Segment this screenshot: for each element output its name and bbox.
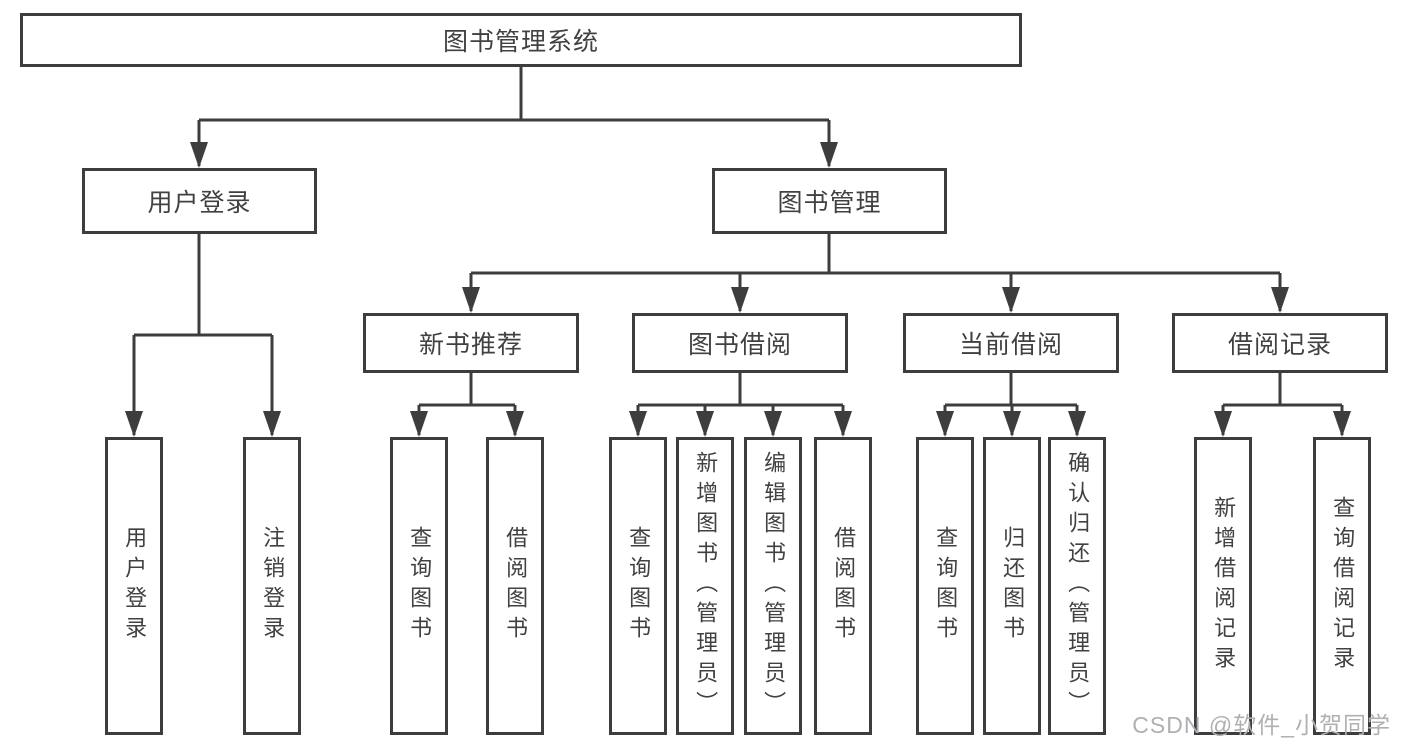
leaf-current-confirm-admin: 确认归还（管理员） xyxy=(1048,437,1106,735)
node-root: 图书管理系统 xyxy=(20,13,1022,67)
leaf-newbooks-borrow-label: 借阅图书 xyxy=(503,526,529,646)
node-user-login: 用户登录 xyxy=(82,168,317,234)
leaf-borrow-add-admin-label: 新增图书（管理员） xyxy=(693,451,719,721)
arrowhead-icons xyxy=(125,142,1351,437)
leaf-borrow-borrow: 借阅图书 xyxy=(814,437,872,735)
leaf-records-query-label: 查询借阅记录 xyxy=(1330,496,1356,676)
leaf-current-confirm-admin-label: 确认归还（管理员） xyxy=(1065,451,1091,721)
node-book-borrow-label: 图书借阅 xyxy=(687,331,792,359)
csdn-watermark: CSDN @软件_小贺同学 xyxy=(1132,712,1391,738)
node-new-book-recommend-label: 新书推荐 xyxy=(418,331,523,359)
leaf-current-query-label: 查询图书 xyxy=(933,526,959,646)
node-borrow-records: 借阅记录 xyxy=(1172,313,1388,373)
leaf-newbooks-query-label: 查询图书 xyxy=(407,526,433,646)
leaf-records-query: 查询借阅记录 xyxy=(1313,437,1371,735)
leaf-records-add-label: 新增借阅记录 xyxy=(1211,496,1237,676)
leaf-borrow-add-admin: 新增图书（管理员） xyxy=(676,437,734,735)
node-current-borrow: 当前借阅 xyxy=(903,313,1119,373)
node-user-login-label: 用户登录 xyxy=(147,189,252,217)
leaf-logout: 注销登录 xyxy=(243,437,301,735)
node-book-management-label: 图书管理 xyxy=(777,189,882,217)
leaf-records-add: 新增借阅记录 xyxy=(1194,437,1252,735)
leaf-user-login-label: 用户登录 xyxy=(122,526,148,646)
leaf-logout-label: 注销登录 xyxy=(260,526,286,646)
leaf-newbooks-query: 查询图书 xyxy=(390,437,448,735)
leaf-borrow-edit-admin-label: 编辑图书（管理员） xyxy=(761,451,787,721)
leaf-user-login: 用户登录 xyxy=(105,437,163,735)
tree-edges xyxy=(132,67,1344,435)
leaf-current-return: 归还图书 xyxy=(983,437,1041,735)
leaf-newbooks-borrow: 借阅图书 xyxy=(486,437,544,735)
leaf-borrow-borrow-label: 借阅图书 xyxy=(831,526,857,646)
node-book-borrow: 图书借阅 xyxy=(632,313,848,373)
node-new-book-recommend: 新书推荐 xyxy=(363,313,579,373)
node-book-management: 图书管理 xyxy=(712,168,947,234)
leaf-borrow-query: 查询图书 xyxy=(609,437,667,735)
node-borrow-records-label: 借阅记录 xyxy=(1227,331,1332,359)
node-current-borrow-label: 当前借阅 xyxy=(958,331,1063,359)
leaf-current-query: 查询图书 xyxy=(916,437,974,735)
leaf-current-return-label: 归还图书 xyxy=(1000,526,1026,646)
leaf-borrow-edit-admin: 编辑图书（管理员） xyxy=(744,437,802,735)
node-root-label: 图书管理系统 xyxy=(442,28,599,56)
leaf-borrow-query-label: 查询图书 xyxy=(626,526,652,646)
